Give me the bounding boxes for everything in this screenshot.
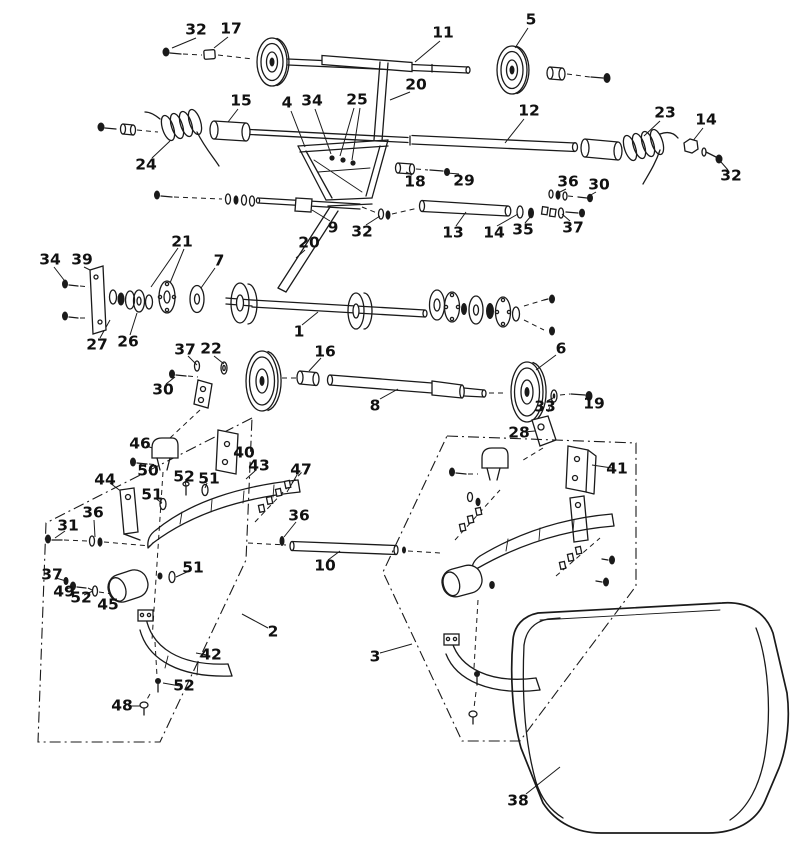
connecting-rod bbox=[247, 536, 441, 556]
top-axle-assembly bbox=[162, 37, 611, 95]
spring-shaft-assembly bbox=[97, 108, 723, 203]
group-2-boundary bbox=[37, 417, 253, 743]
frame-yoke bbox=[277, 61, 389, 293]
group-3-boundary bbox=[382, 435, 637, 742]
pivot-rod-assembly bbox=[154, 190, 585, 220]
reel-axle-assembly bbox=[62, 265, 555, 336]
group-3-parts bbox=[441, 445, 615, 725]
group-2-parts bbox=[45, 429, 303, 716]
leader-lines bbox=[53, 27, 729, 795]
grass-catcher bbox=[510, 601, 790, 834]
